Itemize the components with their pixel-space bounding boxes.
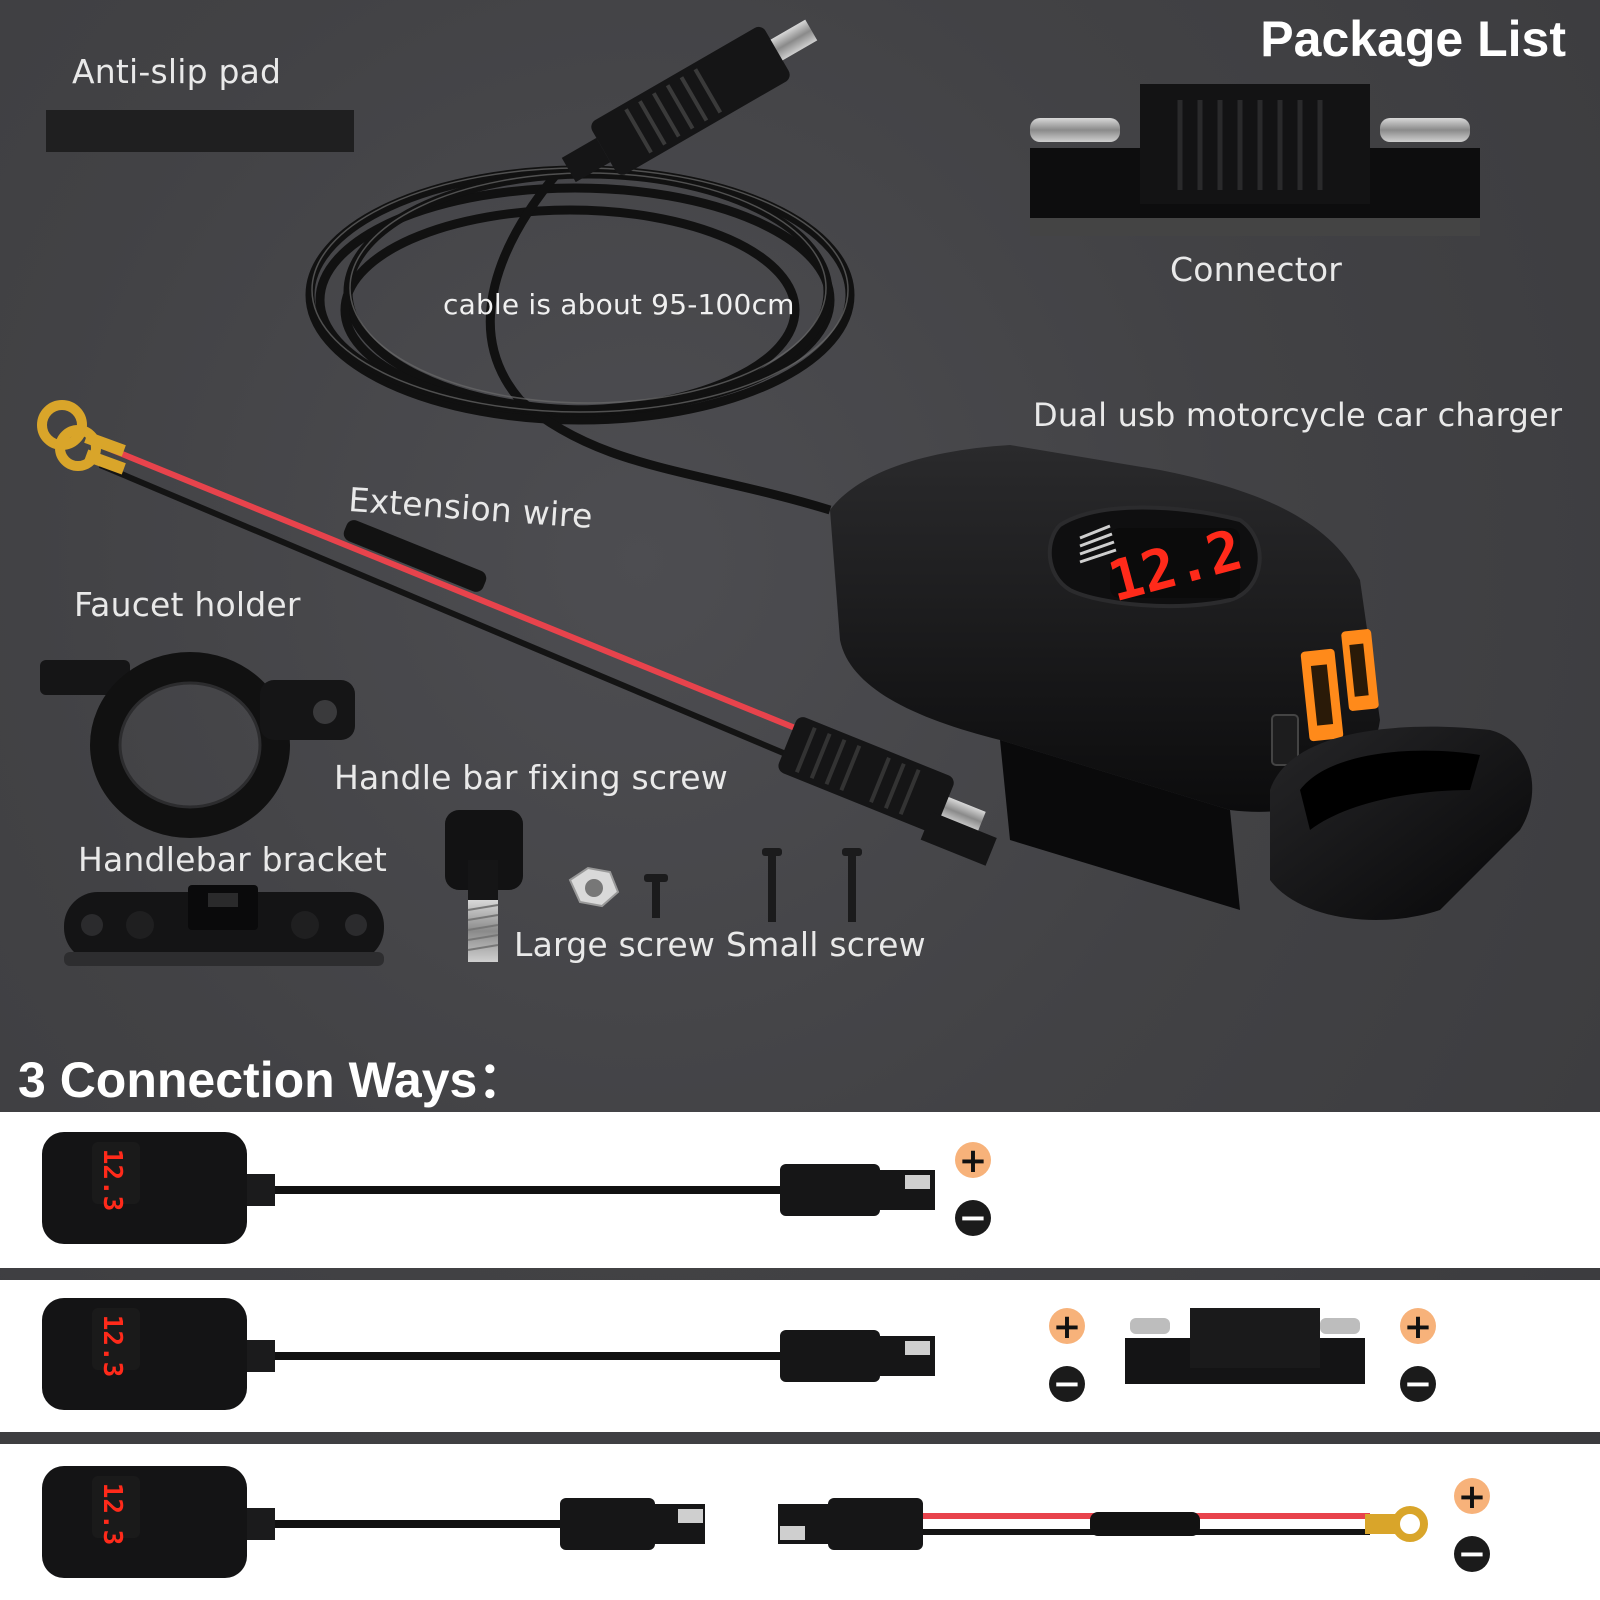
label-connector: Connector — [1170, 250, 1343, 289]
package-list-title: Package List — [1260, 11, 1566, 67]
label-large-screw: Large screw — [514, 925, 716, 964]
charger-side-view — [42, 1466, 275, 1578]
connection-ways-title: 3 Connection Ways： — [18, 1052, 528, 1108]
plus-badge — [955, 1142, 991, 1178]
coiled-cable — [305, 165, 855, 515]
label-charger: Dual usb motorcycle car charger — [1033, 396, 1563, 434]
connector-adapter — [1125, 1308, 1365, 1384]
fixing-screw — [445, 810, 523, 962]
connection-row-1: + − 12.3 — [0, 1112, 1600, 1268]
sae-connector-extension — [778, 1498, 923, 1550]
plus-sign: + — [959, 1141, 988, 1181]
faucet-holder — [40, 652, 355, 838]
plus-sign: + — [1053, 1307, 1082, 1347]
label-cable-length: cable is about 95-100cm — [443, 288, 795, 321]
hex-nut — [568, 866, 620, 908]
handlebar-bracket — [64, 885, 384, 966]
sae-connector — [780, 1164, 935, 1216]
row-display: 12.3 — [97, 1315, 127, 1378]
minus-badge — [1454, 1536, 1490, 1572]
plus-badge — [1454, 1478, 1490, 1514]
minus-badge — [955, 1200, 991, 1236]
sae-plug-top — [561, 19, 818, 183]
plus-badge — [1049, 1308, 1085, 1344]
label-anti-slip-pad: Anti-slip pad — [72, 52, 282, 91]
plus-badge — [1400, 1308, 1436, 1344]
plus-sign: + — [1458, 1477, 1487, 1517]
minus-badge — [1049, 1366, 1085, 1402]
minus-sign: − — [1404, 1364, 1433, 1404]
anti-slip-pad — [46, 110, 354, 152]
minus-sign: − — [959, 1198, 988, 1238]
package-illustration: 12.2 — [37, 19, 1533, 966]
extension-wire — [923, 1506, 1428, 1542]
minus-badge — [1400, 1366, 1436, 1402]
row-display: 12.3 — [97, 1149, 127, 1212]
extension-wire — [37, 400, 802, 763]
sae-connector — [560, 1498, 705, 1550]
connector-adapter — [1030, 84, 1480, 236]
minus-sign: − — [1053, 1364, 1082, 1404]
sae-plug-extension — [778, 717, 997, 866]
label-small-screw: Small screw — [726, 925, 926, 964]
minus-sign: − — [1458, 1534, 1487, 1574]
small-screws — [644, 848, 862, 922]
charger-side-view — [42, 1132, 275, 1244]
label-handlebar-bracket: Handlebar bracket — [78, 840, 388, 879]
sae-connector — [780, 1330, 935, 1382]
plus-sign: + — [1404, 1307, 1433, 1347]
usb-charger — [830, 445, 1533, 920]
label-fixing-screw: Handle bar fixing screw — [334, 758, 728, 797]
connection-row-3: + − 12.3 — [0, 1444, 1600, 1600]
label-faucet-holder: Faucet holder — [74, 585, 301, 624]
row-display: 12.3 — [97, 1483, 127, 1546]
connection-row-2: + − + − 12.3 — [0, 1280, 1600, 1432]
charger-side-view — [42, 1298, 275, 1410]
